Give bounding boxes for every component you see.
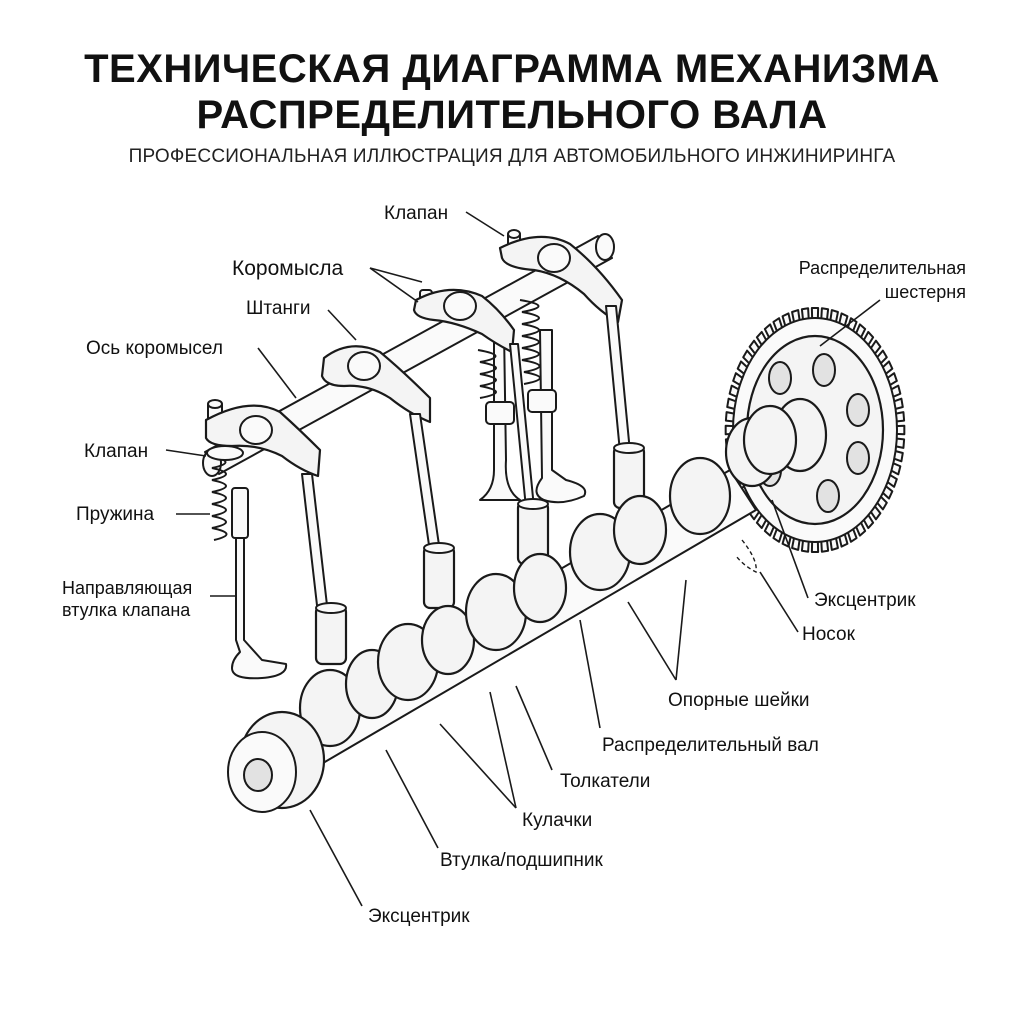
label-timing-gear-1: Распределительная	[799, 258, 966, 278]
label-valve-guide-1: Направляющая	[62, 578, 192, 598]
cam-lobe	[420, 604, 476, 676]
label-tappets: Толкатели	[560, 771, 650, 792]
label-eccentric-bottom: Эксцентрик	[368, 906, 470, 927]
label-cams: Кулачки	[522, 810, 592, 831]
tappets	[314, 442, 646, 666]
label-spring: Пружина	[76, 504, 155, 525]
label-valve-top: Клапан	[384, 203, 448, 224]
label-pushrods: Штанги	[246, 298, 311, 319]
title-line-2: РАСПРЕДЕЛИТЕЛЬНОГО ВАЛА	[196, 93, 828, 137]
timing-gear	[724, 306, 906, 554]
label-valve-left: Клапан	[84, 441, 148, 462]
label-camshaft: Распределительный вал	[602, 735, 819, 756]
label-rocker-arms: Коромысла	[232, 257, 344, 280]
rocker-arm-4	[498, 235, 624, 324]
label-timing-gear-2: шестерня	[885, 282, 966, 302]
subtitle: ПРОФЕССИОНАЛЬНАЯ ИЛЛЮСТРАЦИЯ ДЛЯ АВТОМОБ…	[128, 146, 896, 167]
label-eccentric-right: Эксцентрик	[814, 590, 916, 611]
cam-lobe	[512, 552, 568, 624]
label-journals: Опорные шейки	[668, 690, 810, 711]
pushrods	[301, 305, 631, 615]
cam-lobe	[612, 494, 668, 566]
cam-lobe	[668, 456, 732, 536]
label-bushing: Втулка/подшипник	[440, 850, 603, 871]
rocker-arm-3	[412, 288, 516, 354]
title-line-1: ТЕХНИЧЕСКАЯ ДИАГРАММА МЕХАНИЗМА	[84, 47, 940, 91]
label-rocker-shaft: Ось коромысел	[86, 338, 223, 359]
label-valve-guide-2: втулка клапана	[62, 600, 191, 620]
label-nose: Носок	[802, 624, 856, 645]
rocker-arm-1	[204, 404, 322, 478]
leader-lines	[165, 211, 881, 907]
camshaft	[227, 404, 798, 813]
